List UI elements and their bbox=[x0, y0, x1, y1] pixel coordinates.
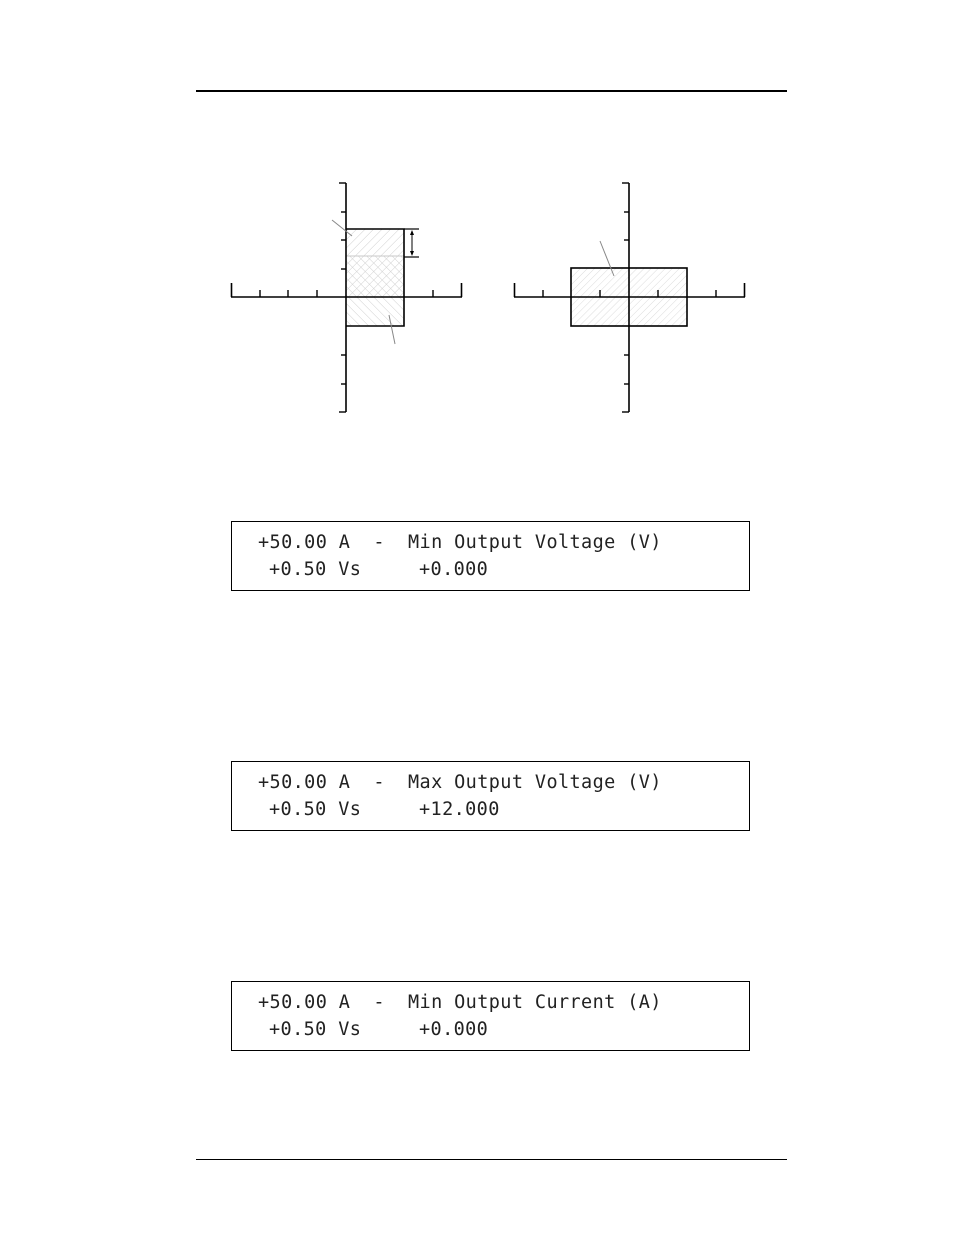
lcd-line-2: +0.50 Vs +12.000 bbox=[269, 799, 500, 820]
leader-line-upper bbox=[331, 219, 353, 237]
left-quadrant-diagram bbox=[230, 182, 463, 413]
lcd-display-min-current: +50.00 A - Min Output Current (A) +0.50 … bbox=[231, 981, 750, 1051]
lcd-display-max-voltage: +50.00 A - Max Output Voltage (V) +0.50 … bbox=[231, 761, 750, 831]
operating-region-diagrams bbox=[230, 182, 746, 413]
leader-line bbox=[599, 240, 615, 277]
lower-region-hatch bbox=[346, 256, 404, 326]
operating-region-outline bbox=[346, 228, 405, 327]
footer-rule bbox=[196, 1159, 787, 1160]
leader-line-lower bbox=[388, 314, 396, 345]
right-quadrant-diagram bbox=[513, 182, 746, 413]
lcd-line-1: +50.00 A - Min Output Voltage (V) bbox=[258, 532, 662, 553]
lcd-display-min-voltage: +50.00 A - Min Output Voltage (V) +0.50 … bbox=[231, 521, 750, 591]
lcd-line-2: +0.50 Vs +0.000 bbox=[269, 559, 489, 580]
header-rule bbox=[196, 90, 787, 92]
lcd-line-1: +50.00 A - Min Output Current (A) bbox=[258, 992, 662, 1013]
lcd-line-2: +0.50 Vs +0.000 bbox=[269, 1019, 489, 1040]
dimension-arrow bbox=[404, 228, 419, 258]
lcd-line-1: +50.00 A - Max Output Voltage (V) bbox=[258, 772, 662, 793]
